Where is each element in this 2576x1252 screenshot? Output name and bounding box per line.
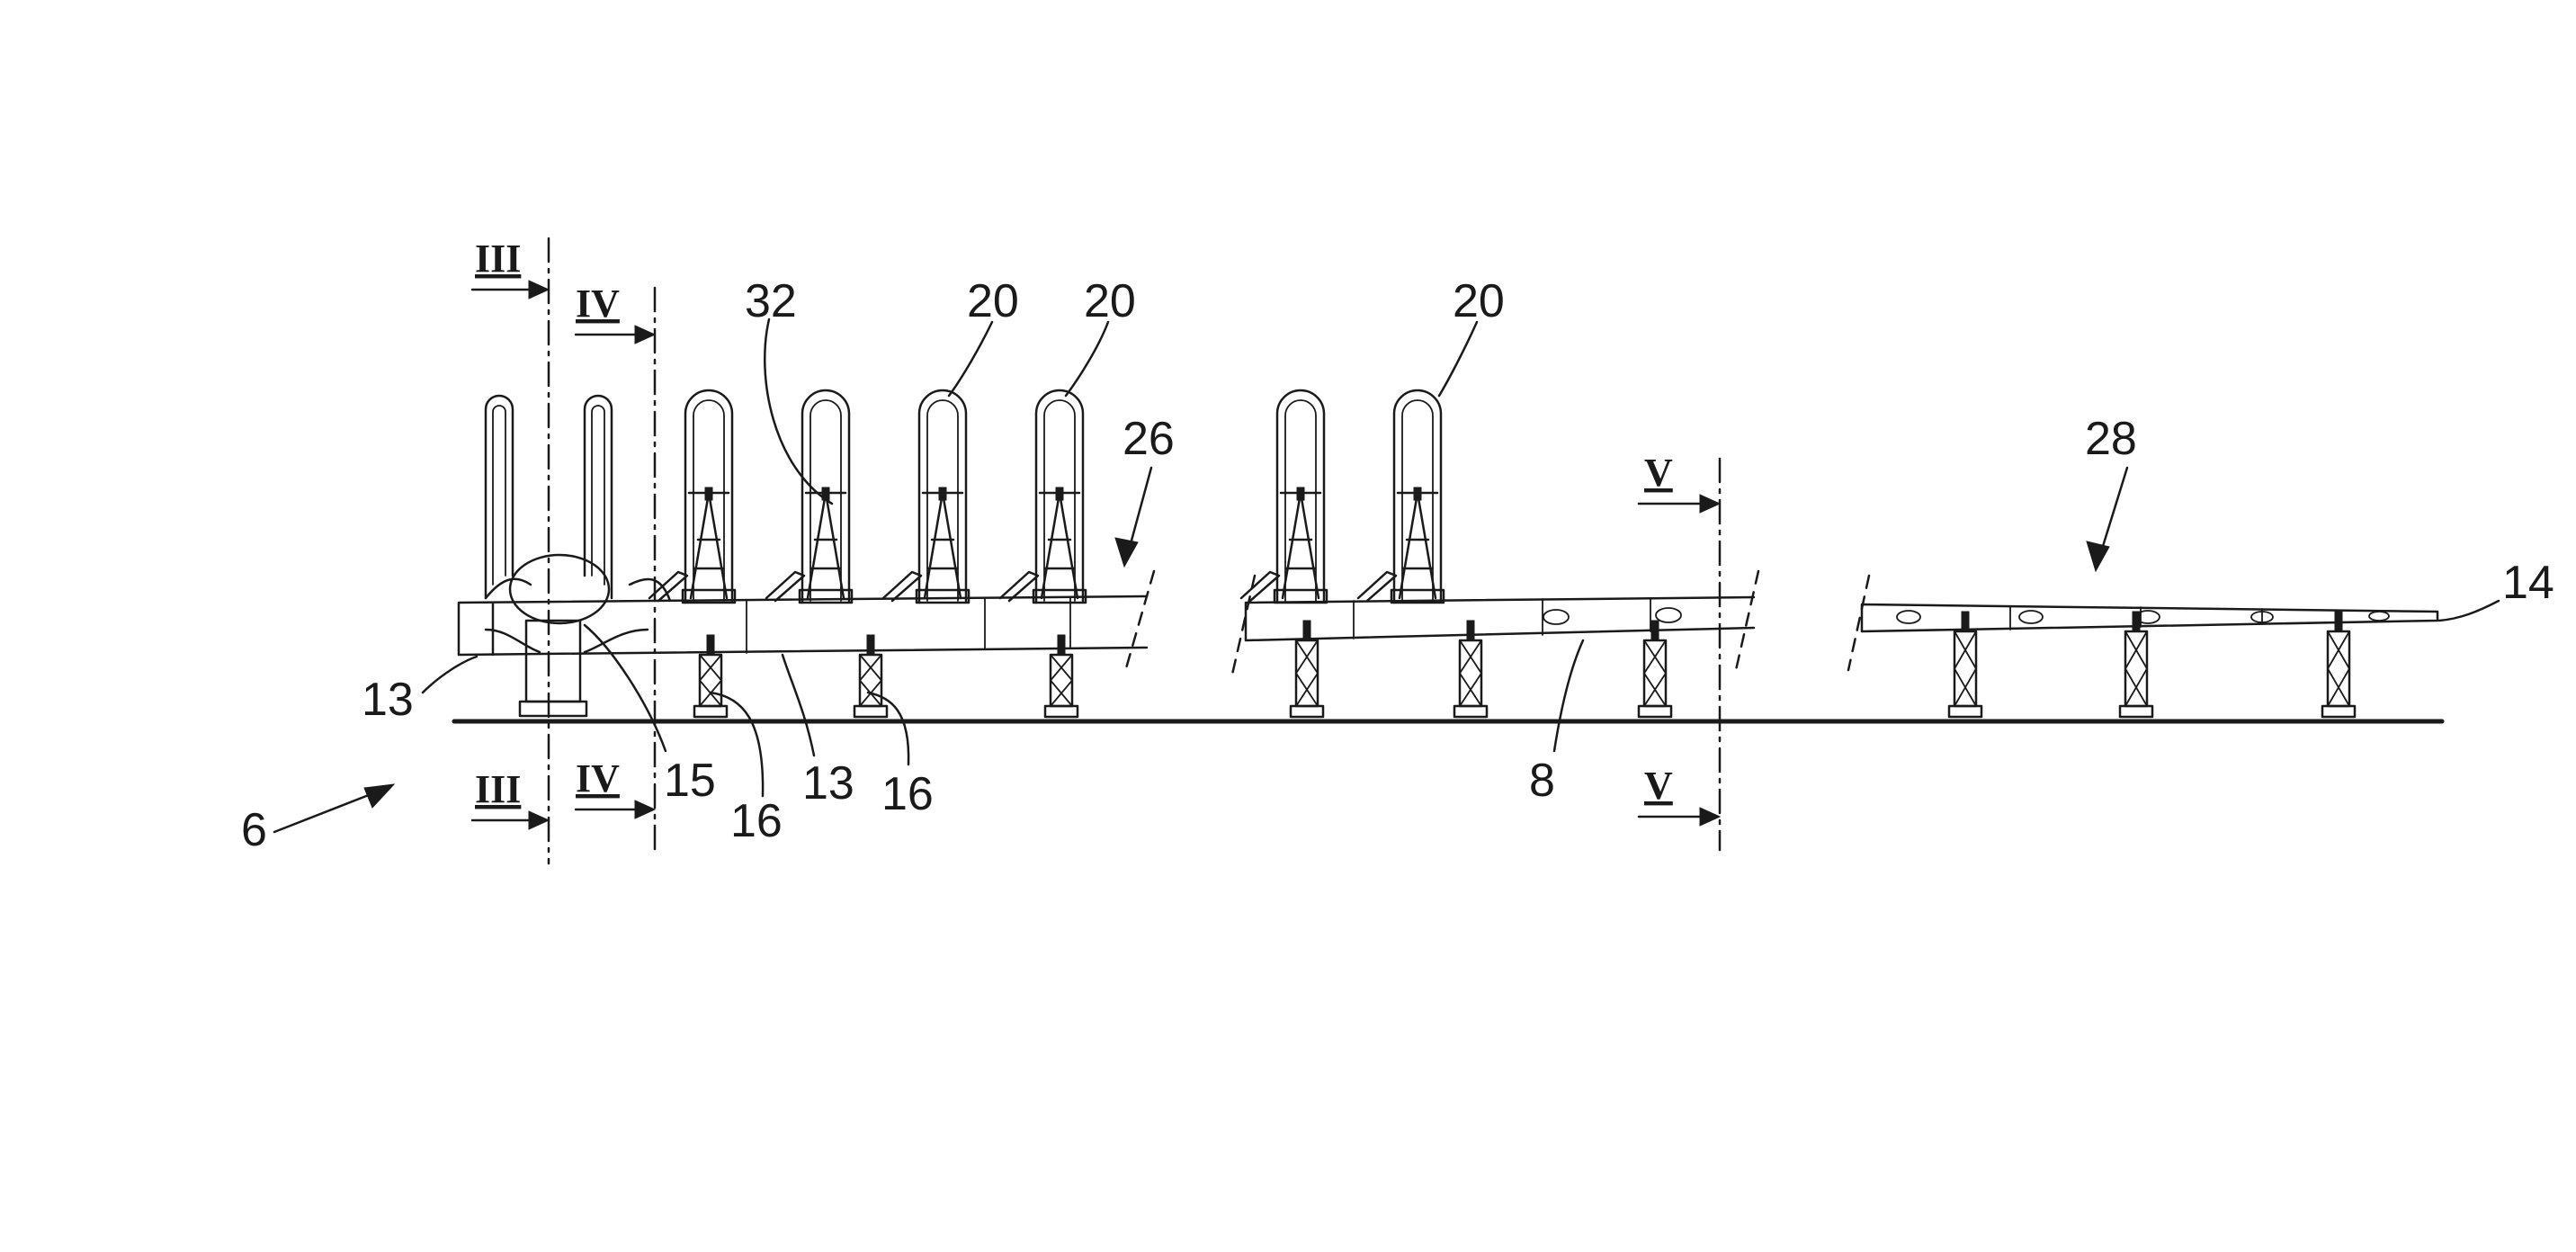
section-middle	[1232, 459, 1758, 850]
section-left	[459, 238, 2355, 863]
section-iii-bottom: III	[475, 767, 521, 811]
break-mark-4	[1848, 576, 1869, 670]
u-tube-unit-4	[1000, 390, 1086, 603]
label-20b: 20	[1084, 275, 1136, 327]
label-13a: 13	[362, 674, 414, 726]
section-iii-top: III	[475, 237, 521, 281]
label-20a: 20	[967, 275, 1019, 327]
u-tube-unit-5	[1241, 390, 1327, 603]
break-mark-2	[1232, 576, 1255, 675]
section-iv-bottom: IV	[576, 756, 620, 800]
u-tube-unit-3	[883, 390, 969, 603]
support-leg-4	[1291, 621, 1323, 717]
label-32: 32	[745, 275, 797, 327]
header-pipe-right	[1862, 604, 2437, 631]
label-14: 14	[2502, 557, 2554, 609]
label-28: 28	[2085, 413, 2137, 465]
label-20c: 20	[1453, 275, 1505, 327]
u-tube-unit-2	[766, 390, 852, 603]
section-v-bottom: V	[1644, 764, 1673, 808]
label-13b: 13	[802, 757, 854, 809]
flange-oval-2	[1656, 608, 1681, 622]
break-mark-3	[1736, 571, 1758, 670]
label-16b: 16	[881, 768, 934, 820]
label-6: 6	[241, 804, 267, 856]
label-16a: 16	[730, 795, 783, 847]
junction-15	[486, 555, 670, 702]
label-15: 15	[664, 755, 716, 807]
junction-base	[520, 702, 586, 716]
leaders	[423, 319, 2499, 796]
support-leg-9	[2322, 612, 2355, 717]
break-mark-1	[1124, 571, 1154, 675]
section-iv-top: IV	[576, 282, 620, 326]
support-leg-7	[1949, 612, 1981, 717]
support-leg-6	[1639, 621, 1671, 717]
arrow-6	[274, 791, 378, 832]
label-8: 8	[1529, 755, 1555, 807]
flange-oval-1	[1543, 610, 1569, 624]
support-leg-1	[694, 635, 727, 717]
u-tube-open-1	[486, 396, 513, 598]
support-leg-2	[854, 635, 887, 717]
label-26: 26	[1123, 413, 1175, 465]
arrow-26	[1129, 468, 1151, 550]
u-tube-units	[649, 390, 1444, 603]
u-tube-unit-6	[1358, 390, 1444, 603]
header-pipe-left	[459, 596, 1147, 655]
section-v-top: V	[1644, 451, 1673, 495]
u-tube-unit-1	[649, 390, 735, 603]
arrow-28	[2100, 468, 2127, 555]
